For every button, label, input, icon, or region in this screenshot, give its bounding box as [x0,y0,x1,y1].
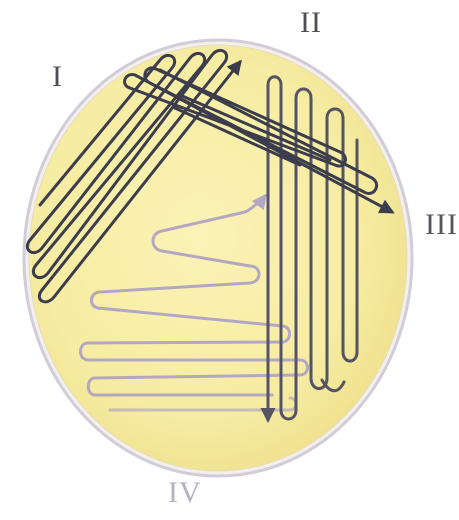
zone-label-2: II [300,8,322,38]
zone-label-4: IV [168,478,202,508]
zone-label-1: I [52,62,63,92]
zone-label-3: III [425,210,458,240]
